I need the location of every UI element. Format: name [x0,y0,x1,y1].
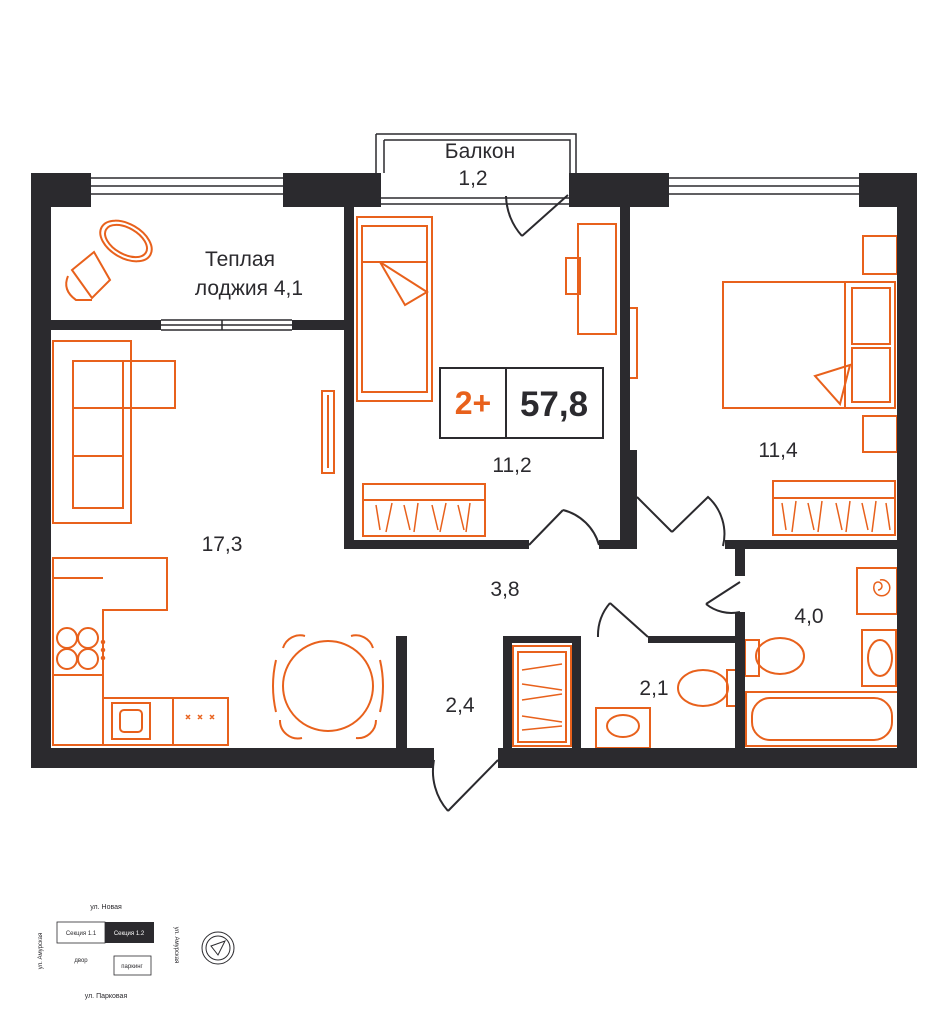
section-1: Секция 1.1 [66,931,97,937]
street-left: ул. Амурская [38,933,44,970]
balcony-area: 1,2 [458,167,487,190]
hangers [100,500,891,731]
compass-icon [201,931,235,965]
balcony-name: Балкон [445,140,515,163]
parking-label: паркинг [121,964,143,970]
bedroom1-area: 11,2 [492,454,531,477]
rooms-count: 2+ [455,385,491,421]
entry-area: 2,4 [445,694,475,717]
loggia-area: лоджия 4,1 [195,277,303,300]
area-badge: 2+ 57,8 [439,367,604,439]
living-area: 17,3 [202,533,243,556]
street-top: ул. Новая [90,904,122,911]
doors [431,194,741,812]
street-right: ул. Амурская [173,927,179,964]
wc-area: 2,1 [639,677,668,700]
furniture [52,216,899,749]
street-bottom: ул. Парковая [85,993,128,1000]
total-area: 57,8 [520,385,588,424]
yard-label: двор [74,958,88,964]
loggia-name: Теплая [205,248,275,271]
walls [31,173,917,768]
bath-area: 4,0 [794,605,823,628]
room-labels: Балкон 1,2 Теплая лоджия 4,1 17,3 11,2 1… [195,140,824,717]
section-2: Секция 1.2 [114,931,145,937]
hall-area: 3,8 [490,578,519,601]
bedroom2-area: 11,4 [758,439,798,462]
location-map: ул. Новая ул. Парковая ул. Амурская ул. … [38,904,179,1000]
windows [91,133,859,331]
